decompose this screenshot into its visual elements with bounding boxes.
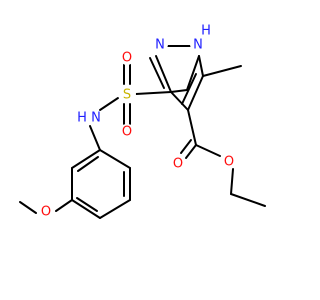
- bond-ar-3: [99, 199, 131, 219]
- molecule-diagram: N H N S O O H N O O O: [19, 24, 266, 220]
- bond-carbonyl-o-ester: [195, 144, 221, 157]
- atom-nh-h-label: H: [77, 111, 87, 126]
- bond-nh-aryl: [89, 125, 101, 151]
- bond-c4-carbonyl: [187, 109, 197, 146]
- bond-c5-methyl: [202, 65, 242, 77]
- bond-c4-c5: [187, 75, 204, 111]
- bond-carbonyl-o-double-a: [185, 144, 197, 159]
- bond-ar-4: [71, 199, 101, 219]
- bond-c3-n1-double: [149, 57, 165, 89]
- atom-n2-label: N: [193, 38, 203, 53]
- bond-ch2-ch3: [230, 193, 266, 207]
- bond-o-ch2: [230, 168, 234, 195]
- bond-n1-c3: [155, 55, 172, 93]
- atom-o-methoxy-label: O: [41, 205, 51, 220]
- atom-nh-n-label: N: [91, 111, 101, 126]
- bond-ar-6: [71, 149, 101, 169]
- bond-n2-c5: [186, 55, 200, 91]
- atom-o-ester-label: O: [224, 155, 234, 170]
- bond-s-nh: [99, 97, 119, 111]
- bond-ar-in-2: [76, 197, 98, 212]
- bond-c5-c4-a: [170, 89, 188, 93]
- atom-o-carbonyl-label: O: [173, 157, 183, 172]
- bond-c3-s: [135, 91, 172, 95]
- bond-c5-n2: [198, 55, 204, 77]
- atom-n1-label: N: [155, 38, 165, 53]
- bond-ar-o-methoxy: [55, 199, 73, 212]
- bond-ar-1: [99, 149, 131, 169]
- atom-s-label: S: [123, 88, 131, 103]
- bond-c4-c5-double: [181, 73, 197, 105]
- bond-ar-in-3: [77, 156, 99, 172]
- bond-o-ch3-methoxy: [19, 201, 37, 214]
- atom-n2-h-label: H: [201, 24, 211, 39]
- atom-o-sulfonyl-1-label: O: [122, 51, 132, 66]
- bond-carbonyl-o-double-b: [180, 139, 192, 154]
- bond-c3-c4: [170, 91, 189, 111]
- atom-o-sulfonyl-2-label: O: [122, 125, 132, 140]
- structure-svg: N H N S O O H N O O O: [19, 24, 266, 220]
